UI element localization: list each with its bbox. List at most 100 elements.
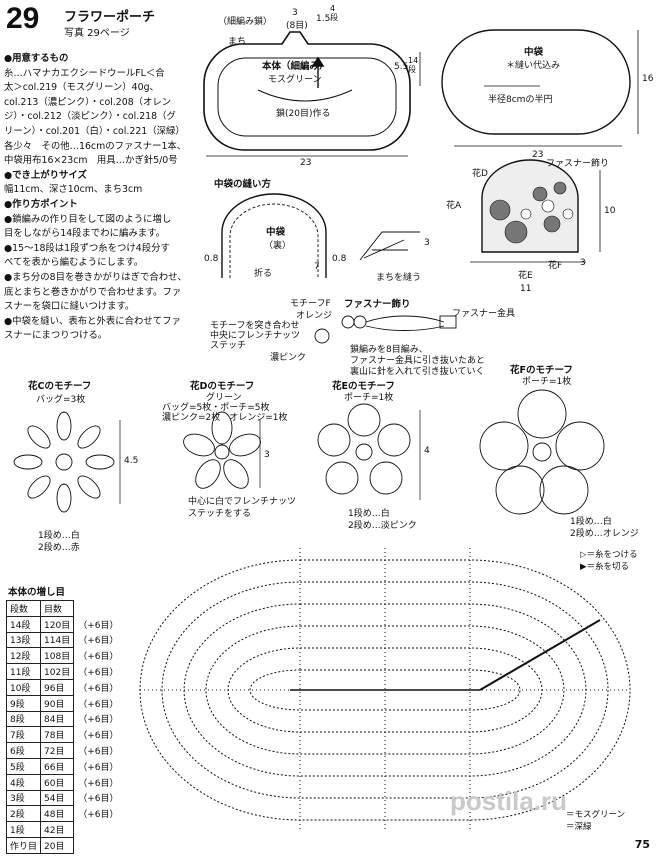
cell-stitches: 84目 — [40, 710, 75, 728]
cell-increase: （+6目） — [78, 699, 119, 710]
points-line: べてを表から編むようにします。 — [4, 257, 144, 269]
photo-reference: 写真 29ページ — [64, 28, 130, 39]
body-height-rows: 14段 — [408, 56, 419, 74]
cell-row: 5段 — [5, 757, 42, 775]
cell-increase: （+6目） — [78, 652, 119, 663]
points-line: ●15～18段は1段ずつ糸をつけ4段分す — [4, 242, 170, 254]
motif-c-row1: 1段め…白 — [38, 531, 80, 541]
cell-row: 11段 — [5, 663, 42, 680]
cell-row: 8段 — [5, 710, 42, 728]
cell-stitches: 60目 — [40, 773, 75, 791]
sewing-seam-left: 0.8 — [204, 254, 219, 264]
motif-c-title: 花Cのモチーフ — [28, 381, 92, 392]
body-title: 本体（細編み） — [262, 61, 329, 72]
materials-line: 中袋用布16×23cm 用具…かぎ針5/0号 — [4, 155, 178, 167]
header-rows: 段数 — [5, 600, 42, 617]
body-height: 5.5 — [394, 62, 409, 72]
motif-e-size: 4 — [424, 446, 430, 456]
cell-stitches: 72目 — [40, 742, 75, 759]
cell-increase: （+6目） — [78, 715, 119, 726]
cell-increase: （+6目） — [78, 747, 119, 758]
points-line: ●鎖編みの作り目をして図のように増し — [4, 213, 172, 225]
cell-row: 作り目 — [5, 836, 42, 854]
points-heading: ●作り方ポイント — [4, 198, 78, 210]
points-line: スナーにまつりつける。 — [4, 330, 108, 342]
cell-row: 10段 — [5, 678, 42, 696]
legend-deep: ＝深緑 — [566, 822, 592, 832]
motif-d-size: 3 — [264, 450, 270, 460]
cell-increase: （+6目） — [78, 683, 119, 694]
label-machi-stitches: (8目) — [286, 21, 308, 31]
fastener-chain-2: ファスナー金具に引き抜いたあと — [350, 356, 486, 366]
cell-increase: （+6目） — [78, 636, 119, 647]
sewing-fold: 折る — [254, 269, 273, 279]
fastener-chain-1: 鎖編みを8目編み、 — [350, 345, 428, 355]
size-heading: ●でき上がりサイズ — [4, 169, 87, 181]
cell-stitches: 78目 — [40, 726, 75, 744]
motif-e-chart — [317, 403, 421, 500]
materials-line: col.213（濃ピンク）・col.208（オレン — [4, 96, 172, 108]
fastener-note-2: 中央にフレンチナッツ — [210, 331, 301, 341]
motif-e-row2: 2段め…淡ピンク — [348, 521, 417, 531]
sewing-seven: 7 — [314, 262, 320, 272]
watermark: postila.ru — [450, 786, 568, 816]
points-line: ●まち分の8目を巻きかがりはぎで合わせ、 — [4, 271, 187, 283]
cell-row: 4段 — [5, 773, 42, 791]
label-pouch-width: 11 — [520, 284, 532, 294]
label-fastener-metal: ファスナー金具 — [452, 309, 516, 319]
cell-increase: （+6目） — [78, 762, 119, 773]
cell-stitches: 96目 — [40, 678, 75, 696]
label-flower-e: 花E — [518, 271, 533, 281]
motif-c-row2: 2段め…赤 — [38, 543, 80, 553]
lining-note: ＊縫い代込み — [506, 61, 561, 71]
materials-line: 各少々 その他…16cmのファスナー1本、 — [4, 140, 187, 152]
sewing-bag-title: 中袋 — [266, 227, 286, 238]
lining-diagram-outline — [441, 29, 639, 147]
lining-title: 中袋 — [524, 47, 544, 58]
label-4-rows: 4段 — [330, 4, 338, 22]
header-stitches: 目数 — [40, 600, 75, 617]
page-number: 75 — [634, 838, 650, 851]
fastener-note-3: ステッチ — [210, 341, 247, 351]
materials-line: 太＞col.219（モスグリーン）40g、 — [4, 82, 159, 94]
fastener-heading: ファスナー飾り — [344, 299, 411, 310]
motif-c-count: バッグ=3枚 — [36, 395, 86, 405]
lining-width: 23 — [532, 150, 544, 160]
body-width: 23 — [300, 158, 312, 168]
legend-cut: ▶＝糸を切る — [580, 562, 630, 572]
motif-d-chart — [183, 411, 261, 489]
sewing-seam-right: 0.8 — [332, 254, 347, 264]
motif-f-row2: 2段め…オレンジ — [570, 529, 639, 539]
points-line: スナーを袋口に縫いつけます。 — [4, 301, 135, 313]
cell-stitches: 114目 — [40, 631, 75, 649]
materials-section: ●用意するもの 糸…ハマナカエクシードウールFL＜合 太＞col.219（モスグ… — [4, 52, 200, 344]
body-color: モスグリーン — [268, 75, 322, 85]
motif-d-color: グリーン — [206, 393, 242, 403]
motif-e-title: 花Eのモチーフ — [332, 381, 395, 392]
cell-stitches: 90目 — [40, 694, 75, 712]
table-header-row: 段数 目数 — [5, 600, 122, 617]
label-machi: まち — [228, 37, 247, 47]
motif-d-note-1: 中心に白でフレンチナッツ — [188, 497, 297, 507]
cell-row: 7段 — [5, 726, 42, 744]
finished-size: 幅11cm、深さ10cm、まち3cm — [4, 184, 143, 196]
motif-c-chart — [13, 411, 121, 513]
label-orange: オレンジ — [296, 311, 333, 321]
motif-d-note-2: ステッチをする — [188, 509, 252, 519]
label-pouch-three: 3 — [580, 258, 586, 268]
sewing-heading: 中袋の縫い方 — [214, 179, 272, 190]
cell-row: 2段 — [5, 805, 42, 823]
cell-increase: （+6目） — [78, 620, 119, 631]
cell-row: 13段 — [5, 631, 42, 649]
motif-e-count: ポーチ=1枚 — [344, 393, 394, 403]
motif-d-count-2: 濃ピンク=2枚 オレンジ=1枚 — [162, 413, 288, 423]
motif-f-row1: 1段め…白 — [570, 517, 612, 527]
